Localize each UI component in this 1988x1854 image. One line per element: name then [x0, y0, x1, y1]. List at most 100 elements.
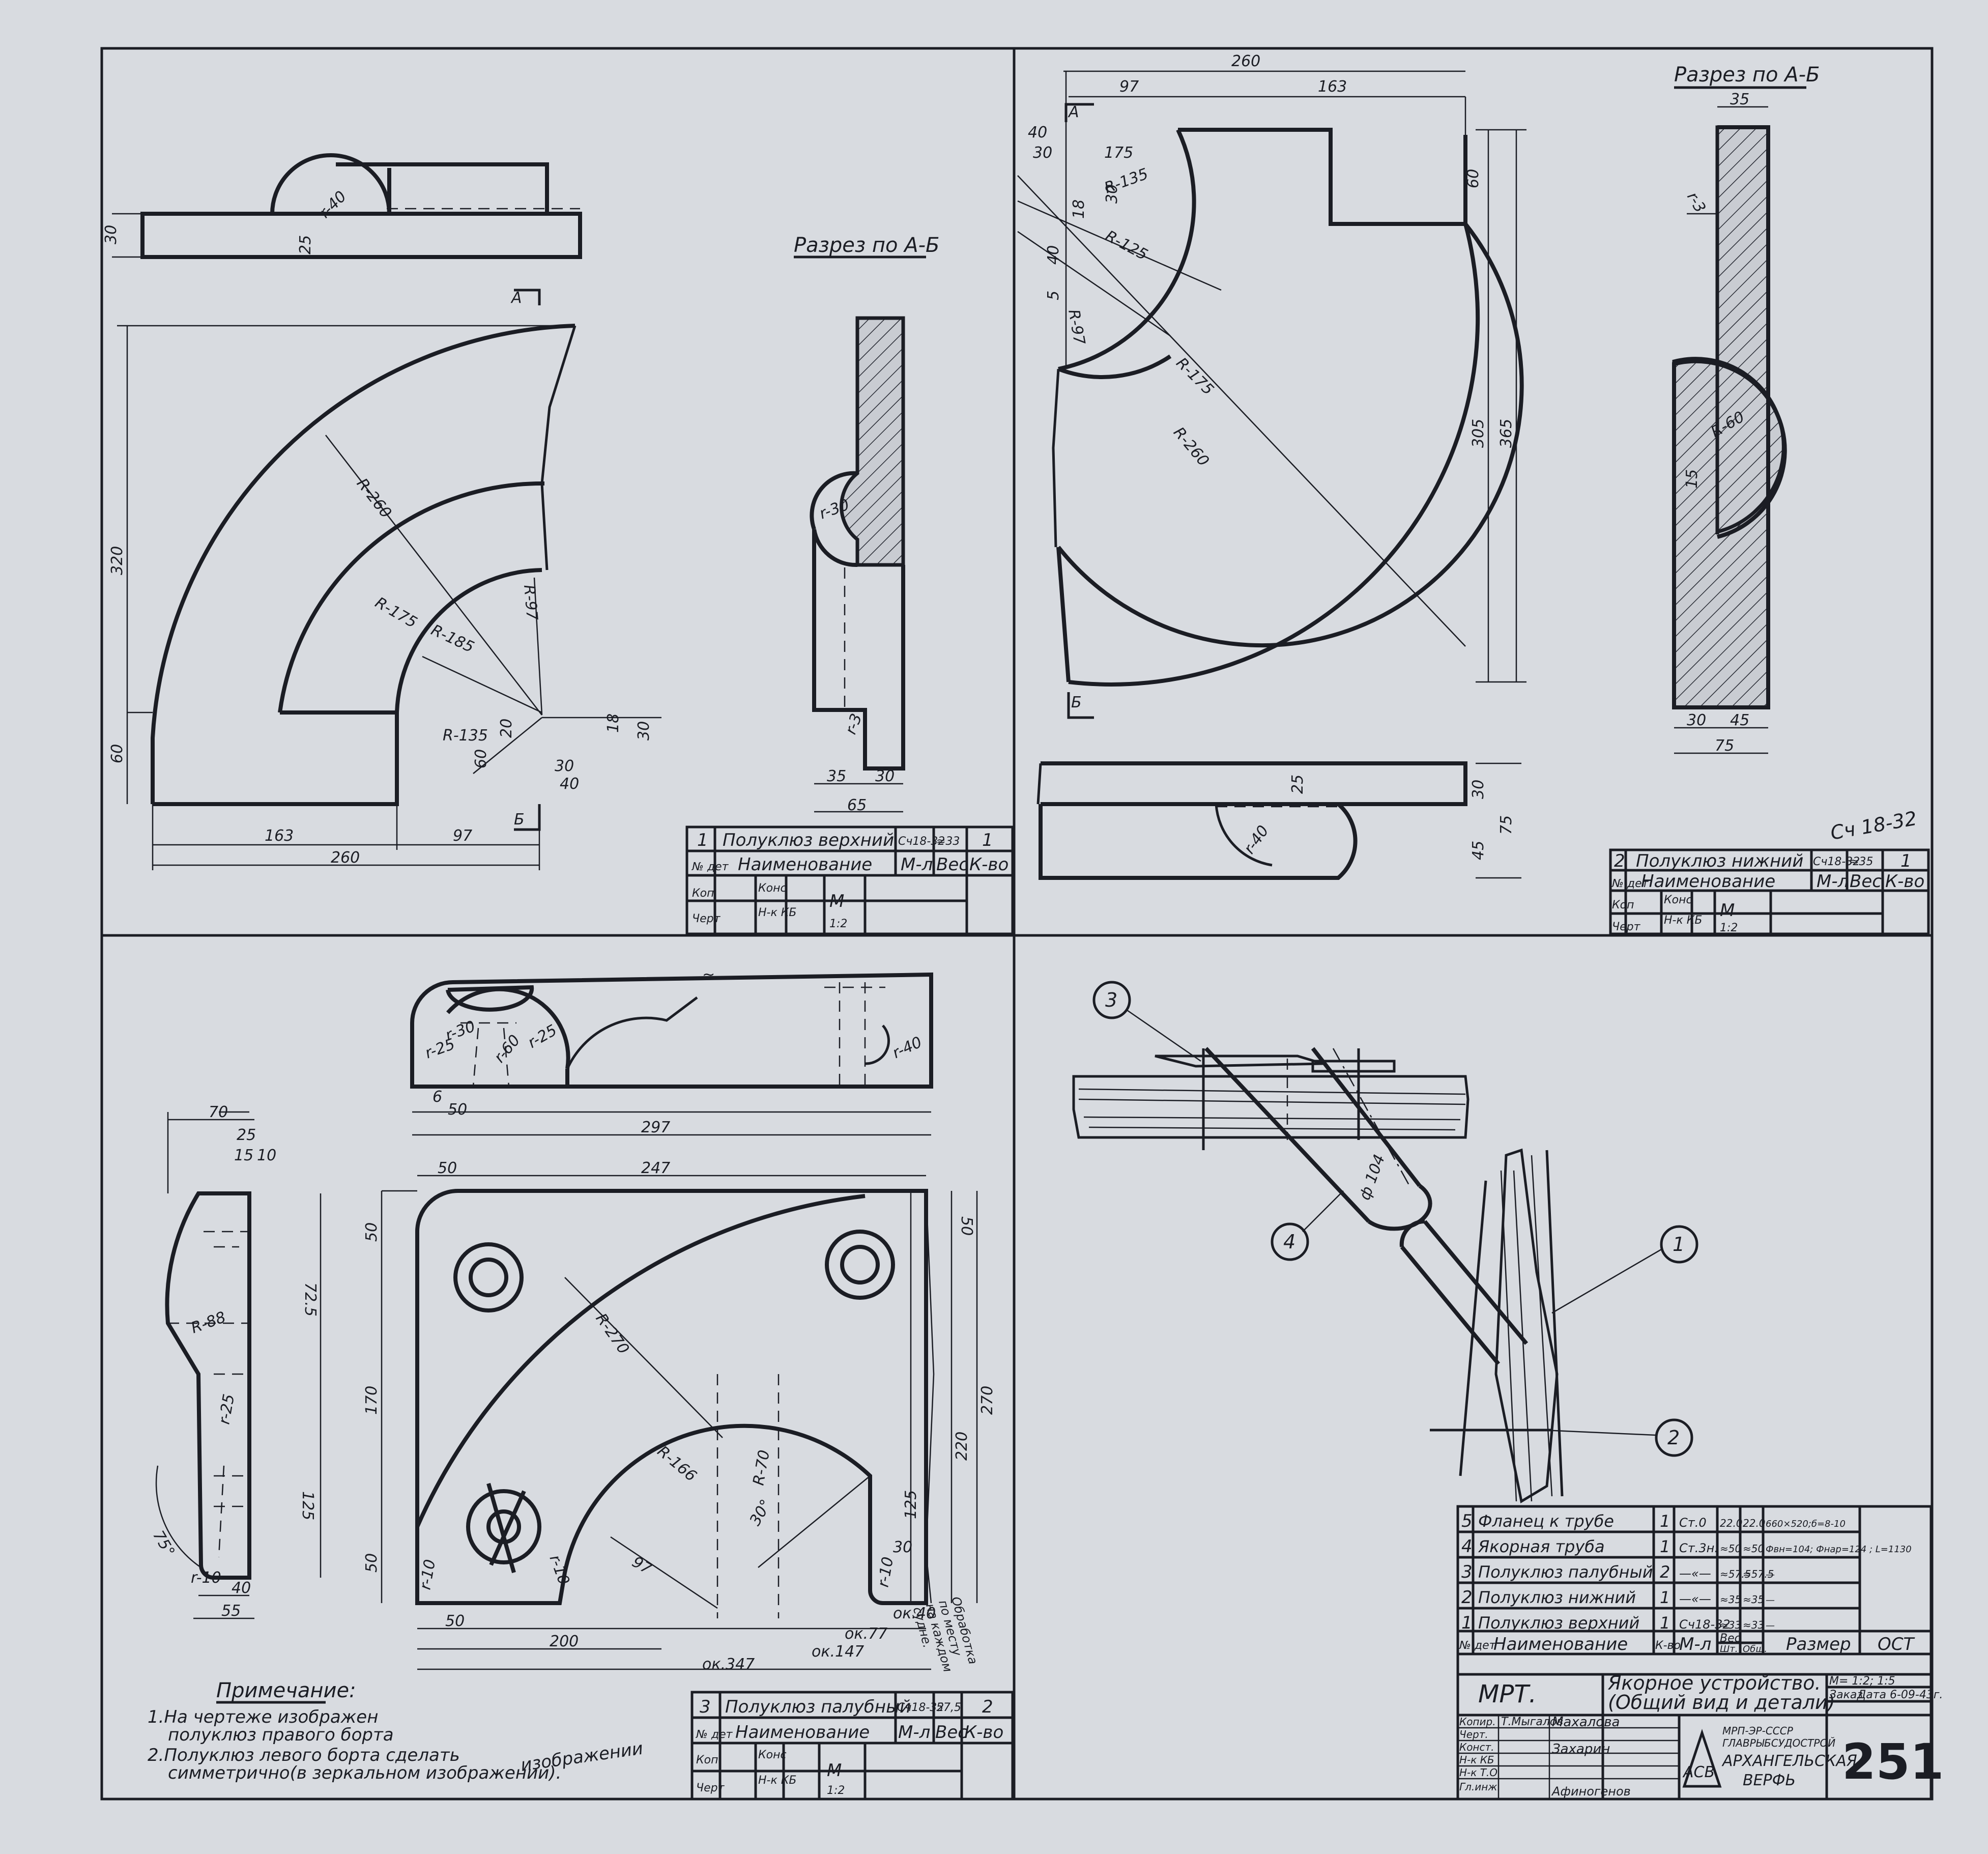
svg-text:М-л: М-л: [898, 1722, 930, 1743]
svg-text:Вес: Вес: [935, 1722, 967, 1743]
svg-text:Наименование: Наименование: [735, 1722, 870, 1743]
svg-text:МРП-ЭР-СССР: МРП-ЭР-СССР: [1722, 1725, 1794, 1737]
svg-text:Полуклюз палубный: Полуклюз палубный: [725, 1697, 911, 1717]
bom-cell: 5: [1461, 1511, 1473, 1531]
bom-cell: —«—: [1679, 1592, 1711, 1606]
svg-text:≈33: ≈33: [936, 835, 960, 848]
q1-dim-18: 18: [604, 714, 622, 733]
svg-text:Полуклюз нижний: Полуклюз нижний: [1636, 851, 1803, 871]
q4-bom-header: № дет Наименование К-во М-л Вес Шт. Общ.…: [1459, 1632, 1915, 1655]
bom-cell: 4: [1461, 1536, 1473, 1557]
svg-text:30: 30: [1687, 711, 1706, 729]
svg-text:r-25: r-25: [215, 1393, 238, 1426]
bom-cell: Полуклюз палубный: [1478, 1562, 1653, 1582]
q4-title-block: МРТ. Якорное устройство. (Общий вид и де…: [1456, 1672, 1944, 1801]
svg-text:Н-к КБ: Н-к КБ: [1664, 914, 1702, 927]
svg-text:60: 60: [1464, 169, 1482, 188]
svg-text:97: 97: [1119, 78, 1139, 96]
q1-sec-65: 65: [847, 796, 867, 814]
svg-text:163: 163: [1318, 78, 1347, 96]
svg-text:№ дет: № дет: [692, 861, 729, 873]
svg-text:1: 1: [697, 830, 708, 850]
svg-text:Сч18-32: Сч18-32: [897, 1701, 944, 1714]
svg-text:М-л: М-л: [1817, 871, 1849, 892]
bom-cell: —: [1766, 1595, 1775, 1606]
svg-text:Черт.: Черт.: [1459, 1728, 1488, 1741]
bom-cell: ≈35: [1720, 1593, 1741, 1606]
svg-text:R-260: R-260: [1170, 424, 1213, 470]
svg-text:r-40: r-40: [1241, 822, 1273, 858]
svg-text:30: 30: [893, 1538, 912, 1556]
svg-text:40: 40: [1028, 124, 1047, 141]
bom-cell: ≈33: [1743, 1619, 1764, 1631]
svg-text:200: 200: [550, 1633, 579, 1650]
q1-section-label: Разрез по А-Б: [794, 234, 939, 257]
svg-text:30: 30: [1470, 780, 1487, 799]
svg-text:ОСТ: ОСТ: [1878, 1634, 1915, 1655]
svg-text:365: 365: [1497, 419, 1515, 448]
svg-text:Размер: Размер: [1786, 1634, 1851, 1655]
q1-sec-30: 30: [875, 767, 895, 785]
svg-text:175: 175: [1104, 144, 1133, 162]
bom-cell: 1: [1660, 1511, 1670, 1531]
svg-text:125: 125: [299, 1491, 316, 1520]
svg-text:r-3: r-3: [1683, 189, 1709, 216]
bom-cell: ≈50: [1720, 1543, 1741, 1555]
q4-assembly-view: ф 104 3 4 1 2: [1072, 981, 1698, 1503]
svg-text:40: 40: [1045, 245, 1062, 265]
q1-dim-R260: R-260: [353, 475, 395, 522]
svg-text:6: 6: [433, 1088, 442, 1106]
bom-cell: 1: [1660, 1537, 1670, 1556]
q1-dim-20: 20: [498, 719, 515, 738]
svg-text:50: 50: [363, 1553, 381, 1573]
svg-text:Б: Б: [1071, 694, 1082, 711]
svg-text:Полуклюз верхний: Полуклюз верхний: [723, 830, 894, 850]
svg-text:35: 35: [1730, 91, 1749, 108]
svg-text:Захарин: Захарин: [1552, 1742, 1610, 1757]
svg-text:ок.347: ок.347: [702, 1656, 755, 1673]
q1-parts-table: 1 Полуклюз верхний Сч18-32 ≈33 1 № дет Н…: [685, 825, 1014, 935]
q4-callout-4: 4: [1283, 1231, 1295, 1253]
svg-text:Дата 6-09-43г.: Дата 6-09-43г.: [1857, 1689, 1943, 1701]
q4-callout-3: 3: [1105, 989, 1117, 1011]
svg-text:симметрично(в зеркальном изобр: симметрично(в зеркальном изображении).: [168, 1763, 561, 1783]
svg-text:Черт: Черт: [692, 912, 721, 925]
q1-dim-60a: 60: [108, 744, 126, 763]
svg-text:220: 220: [953, 1432, 971, 1461]
svg-text:1.На чертеже изображен: 1.На чертеже изображен: [148, 1707, 378, 1727]
svg-text:Н-к КБ: Н-к КБ: [758, 1774, 796, 1787]
logo-mark: АСВ: [1682, 1763, 1715, 1781]
svg-text:72.5: 72.5: [301, 1282, 319, 1317]
svg-text:Конс: Конс: [758, 1749, 787, 1761]
svg-text:Черт: Черт: [1612, 921, 1641, 933]
svg-text:55: 55: [221, 1602, 241, 1620]
svg-text:Наименование: Наименование: [1641, 871, 1775, 892]
bom-cell: 1: [1660, 1613, 1670, 1633]
svg-text:Общ.: Общ.: [1743, 1644, 1767, 1655]
svg-text:Коп: Коп: [696, 1754, 718, 1766]
outer-frame: [100, 47, 1934, 1801]
svg-text:Наименование: Наименование: [738, 854, 872, 875]
svg-text:Примечание:: Примечание:: [216, 1679, 356, 1702]
bom-cell: Сч18-32: [1679, 1617, 1731, 1632]
svg-text:45: 45: [1730, 711, 1749, 729]
svg-text:Афиногенов: Афиногенов: [1551, 1784, 1631, 1799]
svg-text:Н-к Т.О: Н-к Т.О: [1459, 1766, 1497, 1779]
svg-text:Разрез по А-Б: Разрез по А-Б: [1674, 63, 1820, 87]
svg-text:№ дет: № дет: [696, 1728, 733, 1741]
svg-text:Копир.: Копир.: [1459, 1716, 1496, 1728]
svg-text:50: 50: [445, 1612, 465, 1630]
svg-text:R-70: R-70: [750, 1449, 773, 1487]
svg-text:Н-к КБ: Н-к КБ: [1459, 1754, 1494, 1766]
q1-sec-r3: r-3: [842, 711, 866, 737]
svg-text:170: 170: [363, 1386, 381, 1415]
q1-dim-320: 320: [108, 546, 126, 575]
svg-text:Т.Мыгалов: Т.Мыгалов: [1501, 1716, 1563, 1728]
svg-text:R-125: R-125: [1102, 227, 1150, 264]
q1-sec-35: 35: [827, 767, 846, 785]
bom-cell: Якорная труба: [1478, 1537, 1605, 1556]
svg-text:2: 2: [1614, 851, 1625, 871]
svg-text:МРТ.: МРТ.: [1478, 1680, 1537, 1708]
svg-text:М: М: [829, 891, 844, 911]
